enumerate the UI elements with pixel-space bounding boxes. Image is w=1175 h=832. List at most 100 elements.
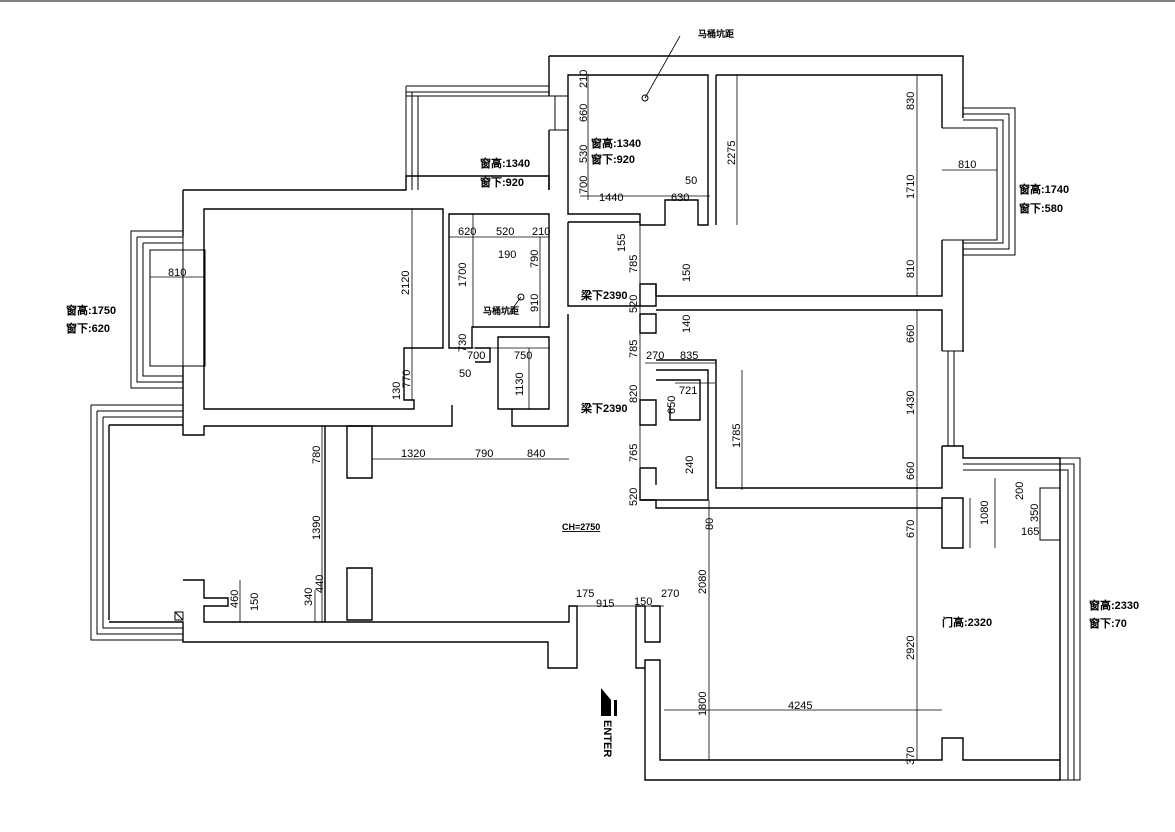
ceiling-height-label: CH=2750 xyxy=(562,522,600,532)
window-b-frame xyxy=(549,95,568,131)
dim-label: 140 xyxy=(681,315,693,333)
wall-left-bath xyxy=(448,213,550,349)
dim-label: 130 xyxy=(391,382,403,400)
dim-label: 350 xyxy=(1029,504,1041,522)
annotations: 马桶坑距 马桶坑距 窗高:1340 窗下:920 窗高:1340 窗下:920 … xyxy=(66,28,1139,757)
dim-label: 520 xyxy=(496,226,514,238)
wall-post-a xyxy=(639,313,657,334)
dim-label: 785 xyxy=(628,255,640,273)
beam-label-2: 梁下2390 xyxy=(580,401,627,415)
dim-label: 810 xyxy=(958,159,976,171)
dim-label: 175 xyxy=(576,588,594,600)
window-b-height: 窗高:1340 xyxy=(591,136,641,150)
dim-label: 210 xyxy=(578,70,590,88)
dim-label: 700 xyxy=(467,350,485,362)
window-c-sill: 窗下:580 xyxy=(1019,201,1063,215)
dim-label: 770 xyxy=(401,370,413,388)
dim-label: 660 xyxy=(905,462,917,480)
toilet-pit-label-top: 马桶坑距 xyxy=(698,28,734,39)
dim-label: 2120 xyxy=(400,271,412,295)
window-a-height: 窗高:1340 xyxy=(480,156,530,170)
dim-label: 1320 xyxy=(401,448,425,460)
window-c-height: 窗高:1740 xyxy=(1019,182,1069,196)
dim-label: 820 xyxy=(628,385,640,403)
wall-left-bedroom xyxy=(203,208,444,410)
dim-label: 790 xyxy=(475,448,493,460)
dim-label: 620 xyxy=(458,226,476,238)
dim-label: 810 xyxy=(905,260,917,278)
wall-column xyxy=(941,497,964,549)
window-left-lower xyxy=(90,404,183,641)
dim-label: 2080 xyxy=(697,570,709,594)
walls xyxy=(108,55,1061,781)
dim-label: 165 xyxy=(1021,526,1039,538)
wall-mid-bedroom xyxy=(656,309,943,489)
dim-label: 50 xyxy=(685,175,697,187)
beam-label-1: 梁下2390 xyxy=(580,288,627,302)
window-b-sill: 窗下:920 xyxy=(591,152,635,166)
dim-label: 150 xyxy=(634,596,652,608)
dim-label: 785 xyxy=(628,340,640,358)
window-d-sill: 窗下:620 xyxy=(66,321,110,335)
toilet-pit-label-left: 马桶坑距 xyxy=(483,305,519,316)
dim-label: 150 xyxy=(249,593,261,611)
window-d-height: 窗高:1750 xyxy=(66,303,116,317)
dim-label: 660 xyxy=(905,325,917,343)
wall-closet-b xyxy=(640,467,657,485)
dim-label: 1130 xyxy=(514,372,526,396)
window-e-frame xyxy=(963,457,1081,781)
dim-label: 1800 xyxy=(697,692,709,716)
dim-label: 915 xyxy=(596,598,614,610)
small-marker xyxy=(174,611,184,621)
dim-label: 460 xyxy=(229,590,241,608)
dim-label: 835 xyxy=(680,350,698,362)
wall-closet xyxy=(639,369,709,501)
toilet-marker-top xyxy=(641,94,649,102)
dim-label: 2275 xyxy=(726,141,738,165)
window-c-frame xyxy=(942,107,1016,256)
dim-label: 1430 xyxy=(905,391,917,415)
dim-label: 660 xyxy=(578,104,590,122)
dim-label: 730 xyxy=(457,334,469,352)
dim-label: 80 xyxy=(704,518,716,530)
dim-label: 50 xyxy=(459,368,471,380)
dim-label: 1080 xyxy=(979,501,991,525)
dim-label: 370 xyxy=(905,747,917,765)
dim-label: 190 xyxy=(498,249,516,261)
dim-label: 1710 xyxy=(905,175,917,199)
dim-label: 4245 xyxy=(788,700,812,712)
wall-top-bath xyxy=(567,74,709,226)
dim-label: 910 xyxy=(529,294,541,312)
dim-label: 840 xyxy=(527,448,545,460)
wall-lower-col xyxy=(324,425,373,622)
window-e-sill: 窗下:70 xyxy=(1089,616,1127,630)
dim-label: 630 xyxy=(671,192,689,204)
door-height-label: 门高:2320 xyxy=(942,615,992,629)
dim-label: 1390 xyxy=(311,516,323,540)
dim-label: 2920 xyxy=(905,636,917,660)
dim-label: 1785 xyxy=(731,424,743,448)
dim-label: 200 xyxy=(1014,482,1026,500)
dim-label: 1700 xyxy=(457,263,469,287)
dimension-lines xyxy=(150,35,997,760)
dim-label: 650 xyxy=(666,396,678,414)
wall-top-bedroom xyxy=(655,74,943,297)
window-a-sill: 窗下:920 xyxy=(480,175,524,189)
wall-living-right xyxy=(640,445,1061,781)
dim-label: 830 xyxy=(905,92,917,110)
dim-label: 240 xyxy=(684,456,696,474)
window-d-frame xyxy=(130,230,206,389)
dim-label: 721 xyxy=(679,385,697,397)
dim-label: 340 xyxy=(303,588,315,606)
dim-label: 270 xyxy=(661,588,679,600)
dim-label: 790 xyxy=(529,250,541,268)
wall-post-b xyxy=(639,399,657,426)
dim-label: 750 xyxy=(514,350,532,362)
window-a-frame xyxy=(405,85,549,190)
windows xyxy=(90,85,1081,781)
wall-entry xyxy=(635,605,661,669)
dim-label: 150 xyxy=(681,264,693,282)
enter-label: ENTER xyxy=(601,720,613,757)
window-e-height: 窗高:2330 xyxy=(1089,598,1139,612)
